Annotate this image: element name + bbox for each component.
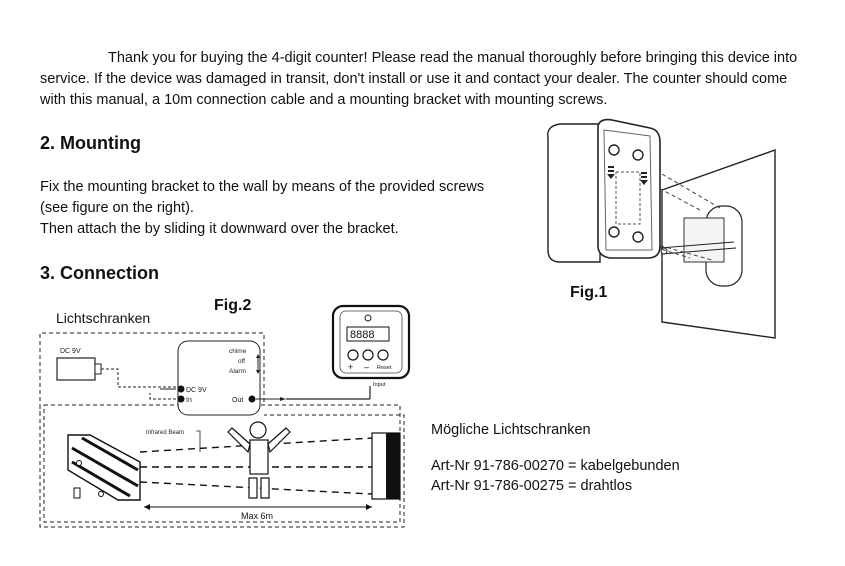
intro-line-1: Thank you for buying the 4-digit counter… xyxy=(108,50,798,66)
chime-label: chime xyxy=(229,348,247,355)
plus-label: + xyxy=(348,362,353,372)
dc9v-source-label: DC 9V xyxy=(60,348,81,355)
mounting-heading: 2. Mounting xyxy=(40,133,141,153)
infrared-beam-label: Infrared Beam xyxy=(146,430,184,436)
alarm-label: Alarm xyxy=(229,368,246,375)
out-pin-label: Out xyxy=(232,397,243,404)
sensors-heading: Mögliche Lichtschranken xyxy=(431,420,591,440)
minus-label: – xyxy=(364,362,369,372)
sensor-art-1: Art-Nr 91-786-00270 = kabelgebunden xyxy=(431,458,680,474)
sensors-heading-text: Mögliche Lichtschranken xyxy=(431,422,591,438)
off-label: off xyxy=(238,358,245,365)
mounting-line-3: Then attach the by sliding it downward o… xyxy=(40,221,399,237)
person-figure xyxy=(227,421,291,499)
mounting-line-2: (see figure on the right). xyxy=(40,200,194,216)
dc9v-pin-label: DC 9V xyxy=(186,387,207,394)
intro-line-3: with this manual, a 10m connection cable… xyxy=(40,92,608,108)
intro-line-2: service. If the device was damaged in tr… xyxy=(40,71,788,87)
mounting-line-1: Fix the mounting bracket to the wall by … xyxy=(40,179,485,195)
sensor-emitter xyxy=(67,434,141,501)
counter-display: 8888 xyxy=(350,329,374,341)
intro-paragraph: Thank you for buying the 4-digit counter… xyxy=(40,48,815,111)
reset-label: Reset xyxy=(377,365,392,371)
fig2-label: Fig.2 xyxy=(214,297,252,314)
input-label: Input xyxy=(373,382,386,388)
max-distance-label: Max 6m xyxy=(241,511,273,521)
connection-heading: 3. Connection xyxy=(40,263,160,283)
mounting-paragraph: Fix the mounting bracket to the wall by … xyxy=(40,177,520,240)
diagram-title: Lichtschranken xyxy=(56,310,151,326)
in-pin-label: In xyxy=(186,397,192,404)
fig1-label: Fig.1 xyxy=(570,284,608,301)
sensor-art-2: Art-Nr 91-786-00275 = drahtlos xyxy=(431,478,633,494)
